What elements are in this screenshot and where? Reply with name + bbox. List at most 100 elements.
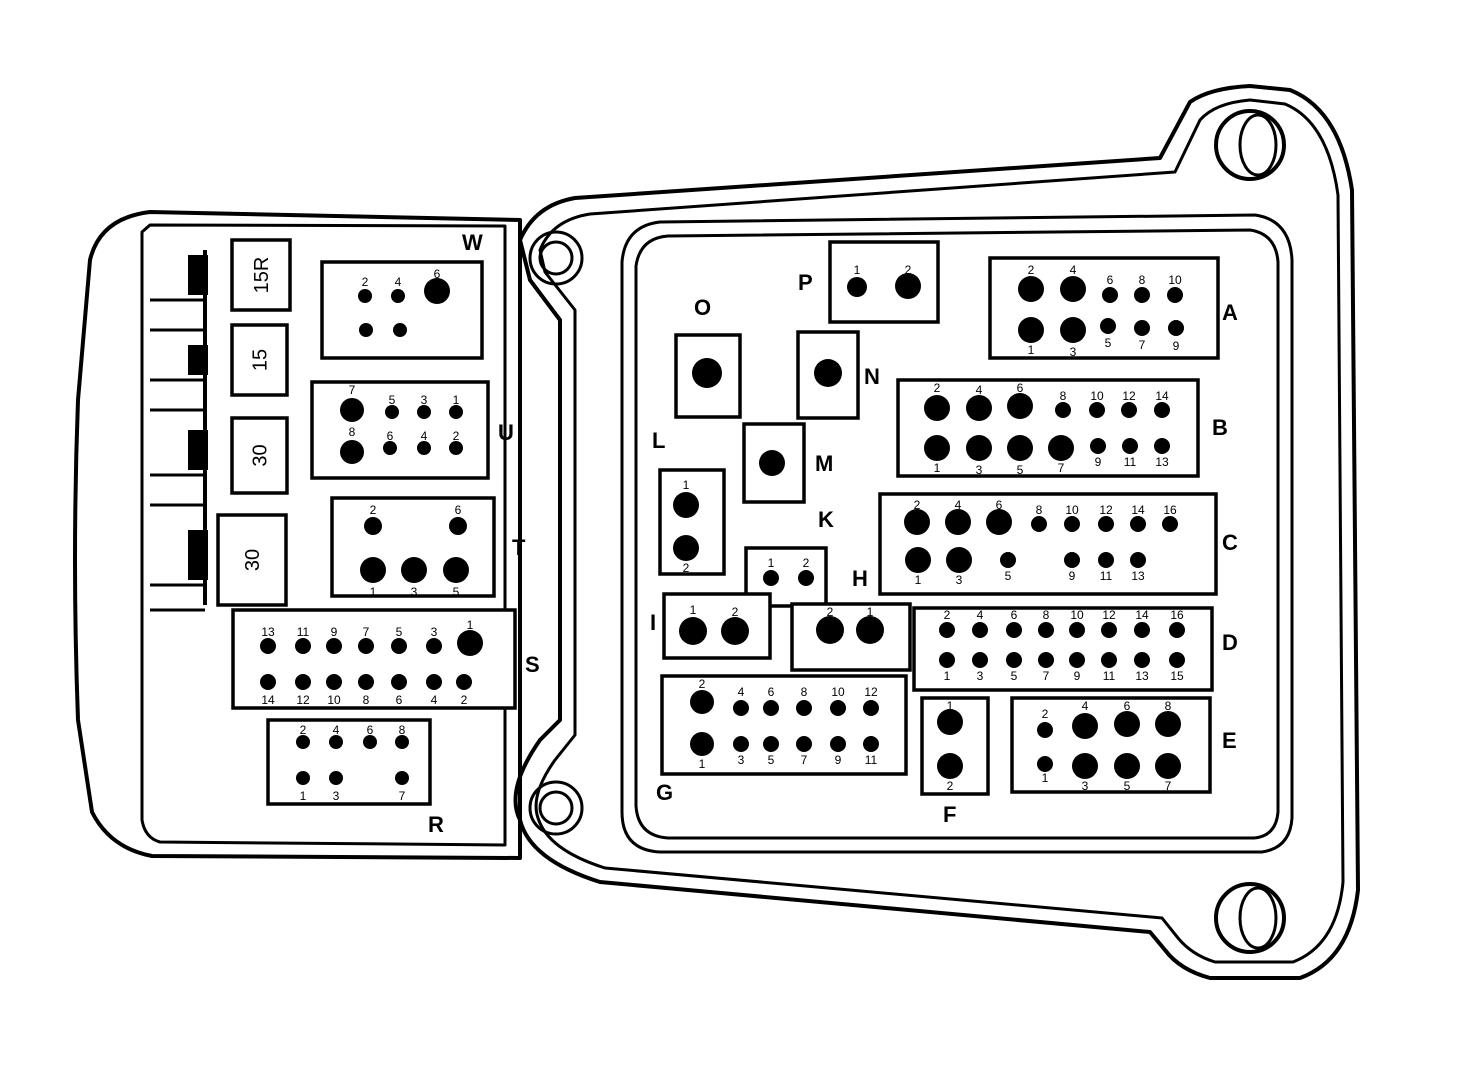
pin-number-b-9: 3 bbox=[976, 463, 983, 477]
pin-number-s-3: 9 bbox=[331, 625, 338, 639]
pin-o-1 bbox=[692, 358, 722, 388]
pin-number-g-7: 1 bbox=[699, 757, 706, 771]
pin-g-11 bbox=[830, 736, 846, 752]
pin-c-7 bbox=[1130, 516, 1146, 532]
pin-g-2 bbox=[733, 700, 749, 716]
pin-g-9 bbox=[763, 736, 779, 752]
connector-m: M bbox=[742, 422, 833, 504]
connector-label-o: O bbox=[694, 295, 711, 320]
pin-number-d-13: 9 bbox=[1074, 669, 1081, 683]
fuse-slot-3 bbox=[230, 416, 289, 495]
pin-a-9 bbox=[1134, 320, 1150, 336]
pin-number-c-2: 4 bbox=[955, 498, 962, 512]
pin-i-1 bbox=[679, 617, 707, 645]
pin-d-8 bbox=[1169, 622, 1185, 638]
pin-number-g-6: 12 bbox=[864, 685, 878, 699]
pin-l-2 bbox=[673, 535, 699, 561]
pin-number-d-5: 10 bbox=[1070, 608, 1084, 622]
pin-number-d-8: 16 bbox=[1170, 608, 1184, 622]
pin-a-5 bbox=[1167, 287, 1183, 303]
pin-number-t-3: 1 bbox=[370, 585, 377, 599]
pin-b-11 bbox=[1048, 435, 1074, 461]
pin-number-g-11: 9 bbox=[835, 753, 842, 767]
pin-b-14 bbox=[1154, 438, 1170, 454]
pin-w-1 bbox=[358, 289, 372, 303]
pin-number-l-2: 2 bbox=[683, 561, 690, 575]
pin-d-2 bbox=[972, 622, 988, 638]
pin-g-5 bbox=[830, 700, 846, 716]
pin-g-6 bbox=[863, 700, 879, 716]
fuse-slot-1 bbox=[230, 238, 292, 312]
pin-r-2 bbox=[329, 735, 343, 749]
pin-number-t-2: 6 bbox=[455, 503, 462, 517]
pin-number-d-6: 12 bbox=[1102, 608, 1116, 622]
pin-number-e-4: 8 bbox=[1165, 699, 1172, 713]
pin-number-b-13: 11 bbox=[1124, 455, 1137, 469]
pin-number-u-6: 6 bbox=[387, 429, 394, 443]
fuse-clip-3 bbox=[188, 430, 208, 470]
pin-number-c-13: 11 bbox=[1100, 569, 1113, 583]
fuse-label-4: 30 bbox=[242, 549, 264, 571]
pin-number-r-1: 2 bbox=[300, 723, 307, 737]
pin-number-u-4: 1 bbox=[453, 393, 460, 407]
pin-number-s-2: 11 bbox=[297, 625, 310, 639]
connector-label-k: K bbox=[818, 507, 834, 532]
pin-w-2 bbox=[391, 289, 405, 303]
pin-number-d-3: 6 bbox=[1011, 608, 1018, 622]
pin-b-3 bbox=[1007, 393, 1033, 419]
pin-m-1 bbox=[759, 450, 785, 476]
pin-number-u-8: 2 bbox=[453, 429, 460, 443]
pin-u-5 bbox=[340, 440, 364, 464]
fuse-clip-2 bbox=[188, 345, 208, 375]
fuse-label-1: 15R bbox=[251, 257, 273, 294]
pin-a-7 bbox=[1060, 317, 1086, 343]
pin-number-c-4: 8 bbox=[1036, 503, 1043, 517]
pin-c-6 bbox=[1098, 516, 1114, 532]
pin-number-c-5: 10 bbox=[1065, 503, 1079, 517]
pin-g-4 bbox=[796, 700, 812, 716]
pin-d-5 bbox=[1069, 622, 1085, 638]
pin-p-2 bbox=[895, 273, 921, 299]
pin-i-2 bbox=[721, 617, 749, 645]
pin-number-p-1: 1 bbox=[854, 263, 861, 277]
pin-number-g-10: 7 bbox=[801, 753, 808, 767]
connector-label-c: C bbox=[1222, 530, 1238, 555]
pin-number-a-7: 3 bbox=[1070, 345, 1077, 359]
pin-number-b-3: 6 bbox=[1017, 381, 1024, 395]
pin-number-k-2: 2 bbox=[803, 556, 810, 570]
pin-d-4 bbox=[1038, 622, 1054, 638]
fuse-clip-1 bbox=[188, 255, 208, 295]
pin-b-5 bbox=[1089, 402, 1105, 418]
mount-bolt-bottom-right-head bbox=[1238, 886, 1278, 950]
pin-s-9 bbox=[295, 674, 311, 690]
pin-number-u-3: 3 bbox=[421, 393, 428, 407]
pin-t-2 bbox=[449, 517, 467, 535]
pin-t-5 bbox=[443, 557, 469, 583]
pin-b-13 bbox=[1122, 438, 1138, 454]
pin-d-15 bbox=[1134, 652, 1150, 668]
pin-s-5 bbox=[391, 638, 407, 654]
pin-number-a-5: 10 bbox=[1168, 273, 1182, 287]
connector-label-l: L bbox=[652, 428, 665, 453]
pin-number-a-3: 6 bbox=[1107, 273, 1114, 287]
pin-number-a-4: 8 bbox=[1139, 273, 1146, 287]
mount-bolt-top-right bbox=[1214, 109, 1286, 181]
left-module-outer bbox=[73, 210, 522, 860]
pin-g-7 bbox=[690, 732, 714, 756]
pin-d-9 bbox=[939, 652, 955, 668]
pin-a-8 bbox=[1100, 318, 1116, 334]
connector-label-r: R bbox=[428, 812, 444, 837]
pin-number-s-5: 5 bbox=[396, 625, 403, 639]
connector-d-housing bbox=[912, 606, 1214, 692]
pin-number-d-9: 1 bbox=[944, 669, 951, 683]
pin-number-a-9: 7 bbox=[1139, 338, 1146, 352]
pin-b-7 bbox=[1154, 402, 1170, 418]
pin-number-g-2: 4 bbox=[738, 685, 745, 699]
